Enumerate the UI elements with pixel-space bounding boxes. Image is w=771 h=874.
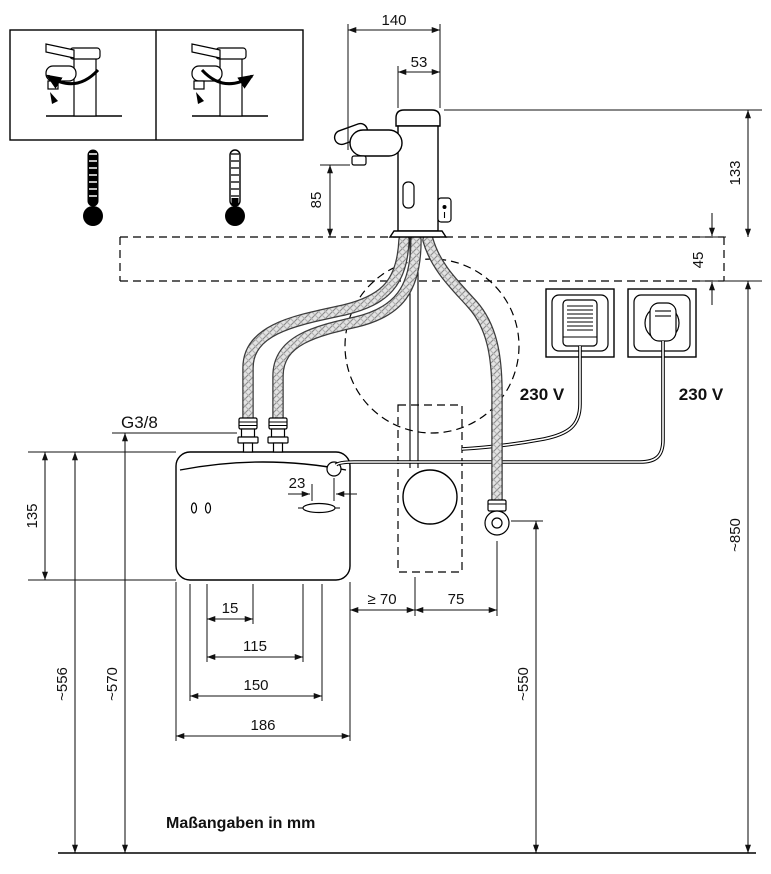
heater-indicator-right [204,502,212,514]
dim-135-label: 135 [24,503,41,528]
heater-outlet-slot [302,502,336,514]
water-heater [175,451,351,581]
dim-115-label: 115 [243,638,267,655]
dimension-556: ~556 [28,451,176,853]
thermometer-cold-icon [225,149,245,226]
dimension-115: 115 [207,584,304,662]
dimension-15: 15 [206,584,254,662]
dimension-23: 23 [288,475,357,501]
supply-hoses [242,234,503,506]
outlet-left-voltage-label: 230 V [520,385,565,404]
dim-556-label: ~556 [54,667,71,701]
plug-transformer-icon [562,299,598,347]
dimension-min70: ≥ 70 [350,577,416,616]
faucet-aerator [351,155,367,166]
sensor-faucet [333,109,452,238]
thread-label: G3/8 [121,413,158,432]
thermometer-hot-icon [83,149,103,226]
dim-85-label: 85 [308,192,325,209]
faucet-cap [395,109,441,127]
dim-min70-label: ≥ 70 [367,591,396,608]
dim-53-label: 53 [411,54,428,71]
dim-45-label: 45 [690,252,707,269]
dim-23-label: 23 [289,475,306,492]
faucet-sensor-window [402,181,415,209]
outlet-right-voltage-label: 230 V [679,385,724,404]
heater-inlet-fitting [237,417,259,453]
units-note: Maßangaben in mm [166,815,315,832]
dimension-85: 85 [308,164,350,237]
power-outlet-left [545,288,615,358]
heater-outlet-fitting [267,417,289,453]
dim-150-label: 150 [243,677,268,694]
dimension-45: 45 [690,213,726,305]
dimension-850: ~850 [724,280,762,853]
inset-faucet-cold [191,43,268,117]
inset-faucet-hot [45,43,122,117]
dimension-186: 186 [175,582,351,741]
dimension-135: 135 [24,452,176,581]
dimension-570: ~570 [104,433,128,853]
mounting-space-outline [397,404,463,573]
dim-550-label: ~550 [515,667,532,701]
heater-indicator-left [190,502,198,514]
dimension-75: 75 [415,541,498,616]
dim-133-label: 133 [727,160,744,185]
dimension-150: 150 [189,584,323,701]
dim-75-label: 75 [448,591,465,608]
dim-570-label: ~570 [104,667,121,701]
countertop-outline [119,236,725,282]
operation-inset [9,29,304,141]
faucet-side-control [437,197,452,223]
dim-15-label: 15 [222,600,239,617]
rotate-left-arrow-icon [45,68,100,89]
dimension-140: 140 [347,12,441,150]
dim-140-label: 140 [381,12,406,29]
dimension-133: 133 [444,109,762,237]
plug-icon [649,302,677,342]
dim-186-label: 186 [250,717,275,734]
cold-water-fitting [484,499,510,536]
power-cables [334,341,665,467]
dim-850-label: ~850 [727,518,744,552]
dimension-thread: G3/8 [112,413,237,434]
dimension-53: 53 [397,54,440,108]
faucet-spout [349,129,403,157]
faucet-body [397,125,439,232]
rotate-right-arrow-icon [200,68,255,89]
faucet-base [388,230,448,238]
dimension-550: ~550 [511,520,543,853]
